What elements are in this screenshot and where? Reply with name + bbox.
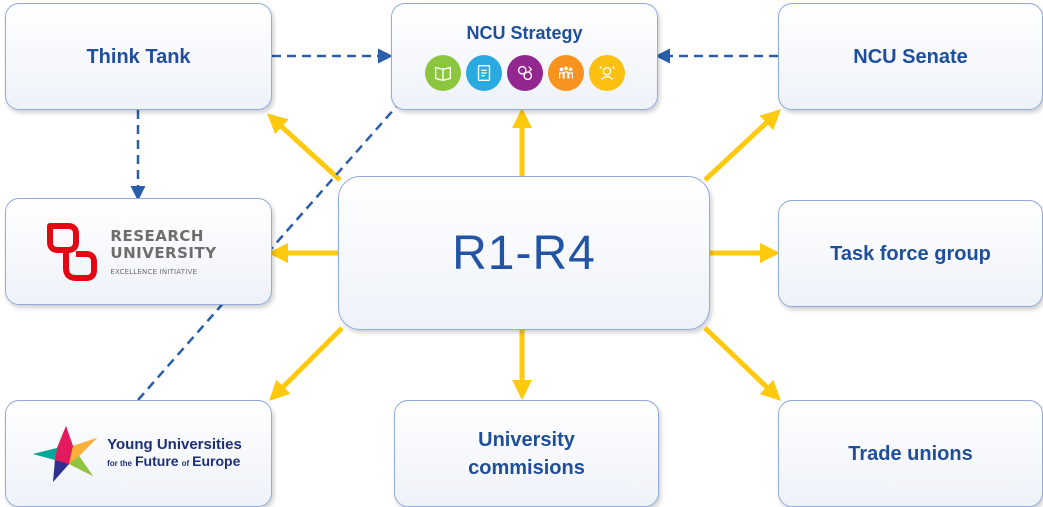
yufe-logo: Young Universities for the Future of Eur… [31,424,242,484]
people-icon [547,54,584,91]
research-university-box: RESEARCH UNIVERSITY EXCELLENCE INITIATIV… [5,198,272,305]
book-icon [424,54,461,91]
ru-line-1: RESEARCH [110,226,204,245]
ru-subtitle: EXCELLENCE INITIATIVE [110,267,198,276]
commissions-label-line-2: commisions [468,456,585,479]
task-force-label: Task force group [830,242,991,265]
strategy-icons [424,54,625,91]
think-tank-label: Think Tank [86,45,191,68]
task-force-box: Task force group [778,200,1043,307]
yufe-for-the: for the [107,458,132,468]
commissions-label-line-1: University [478,428,575,451]
senate-box: NCU Senate [778,3,1043,110]
arrow-to-yufe [269,326,344,401]
trade-unions-label: Trade unions [848,442,973,465]
yufe-box: Young Universities for the Future of Eur… [5,400,272,507]
arrow-to-think-tank [267,113,342,182]
yufe-line-2: for the Future of Europe [107,453,240,472]
commissions-box: University commisions [394,400,659,507]
yufe-of: of [181,458,190,468]
think-tank-box: Think Tank [5,3,272,110]
center-label: R1-R4 [452,226,596,280]
senate-label: NCU Senate [853,45,968,68]
document-icon [465,54,502,91]
research-university-logo: RESEARCH UNIVERSITY EXCELLENCE INITIATIV… [46,220,216,284]
center-box: R1-R4 [338,176,710,330]
exchange-icon [506,54,543,91]
strategy-label: NCU Strategy [466,22,583,43]
yufe-line-1: Young Universities [107,435,242,453]
arrow-to-senate [703,109,781,182]
trade-unions-box: Trade unions [778,400,1043,507]
arrow-to-trade-unions [703,326,781,401]
person-network-icon [588,54,625,91]
ru-logo-mark-icon [47,222,98,281]
strategy-box: NCU Strategy [391,3,658,110]
yufe-future: Future [135,452,179,469]
ru-line-2: UNIVERSITY [110,243,217,262]
yufe-europe: Europe [192,452,241,469]
yufe-star-icon [33,425,98,482]
